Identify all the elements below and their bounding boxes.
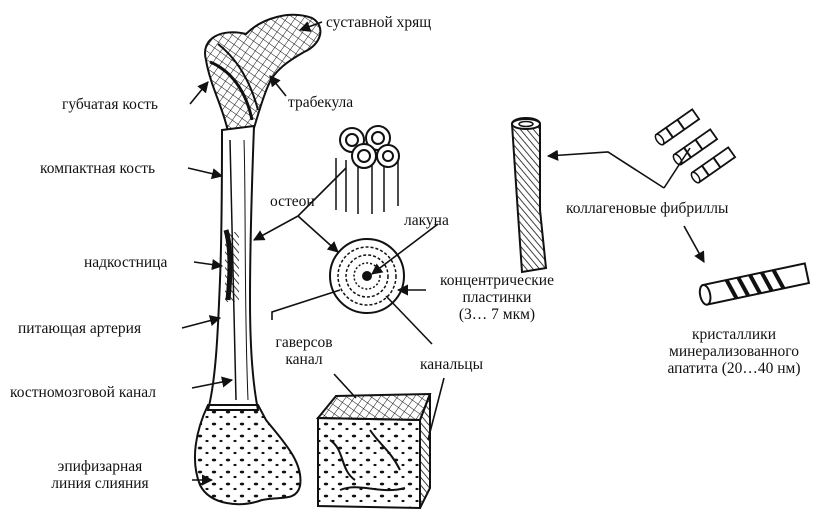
- label-concentric-lamellae-line3: (3… 7 мкм): [422, 306, 572, 323]
- label-concentric-lamellae: концентрические пластинки (3… 7 мкм): [422, 272, 572, 323]
- label-nutrient-artery: питающая артерия: [18, 320, 141, 337]
- apatite-crystal-illustration: [698, 263, 809, 305]
- collagen-fiber-illustration: [512, 118, 546, 272]
- label-periosteum: надкостница: [84, 254, 167, 271]
- fibrils-illustration: [654, 109, 735, 184]
- label-canaliculi: канальцы: [420, 356, 483, 373]
- label-apatite-line1: кристаллики: [650, 326, 818, 343]
- osteon-bundle-illustration: [336, 126, 399, 214]
- label-articular-cartilage: суставной хрящ: [326, 14, 431, 31]
- femur-illustration: [195, 15, 320, 504]
- label-lacuna: лакуна: [404, 212, 449, 229]
- label-epiphyseal-line2: линия слияния: [20, 475, 180, 492]
- label-trabecula: трабекула: [288, 94, 353, 111]
- label-osteon: остеон: [270, 193, 315, 210]
- osteon-cross-section: [330, 239, 404, 313]
- label-apatite-crystals: кристаллики минерализованного апатита (2…: [650, 326, 818, 377]
- label-haversian-canal: гаверсов канал: [262, 334, 346, 368]
- bone-tissue-block: [318, 394, 430, 508]
- label-epiphyseal-line1: эпифизарная: [20, 458, 180, 475]
- label-spongy-bone: губчатая кость: [62, 96, 158, 113]
- label-concentric-lamellae-line1: концентрические: [422, 272, 572, 289]
- label-epiphyseal-line: эпифизарная линия слияния: [20, 458, 180, 492]
- label-collagen-fibrils: коллагеновые фибриллы: [566, 200, 728, 217]
- label-medullary-canal: костномозговой канал: [10, 384, 156, 401]
- label-compact-bone: компактная кость: [40, 160, 155, 177]
- label-haversian-canal-line1: гаверсов: [262, 334, 346, 351]
- label-haversian-canal-line2: канал: [262, 351, 346, 368]
- label-apatite-line3: апатита (20…40 нм): [650, 360, 818, 377]
- label-concentric-lamellae-line2: пластинки: [422, 289, 572, 306]
- label-apatite-line2: минерализованного: [650, 343, 818, 360]
